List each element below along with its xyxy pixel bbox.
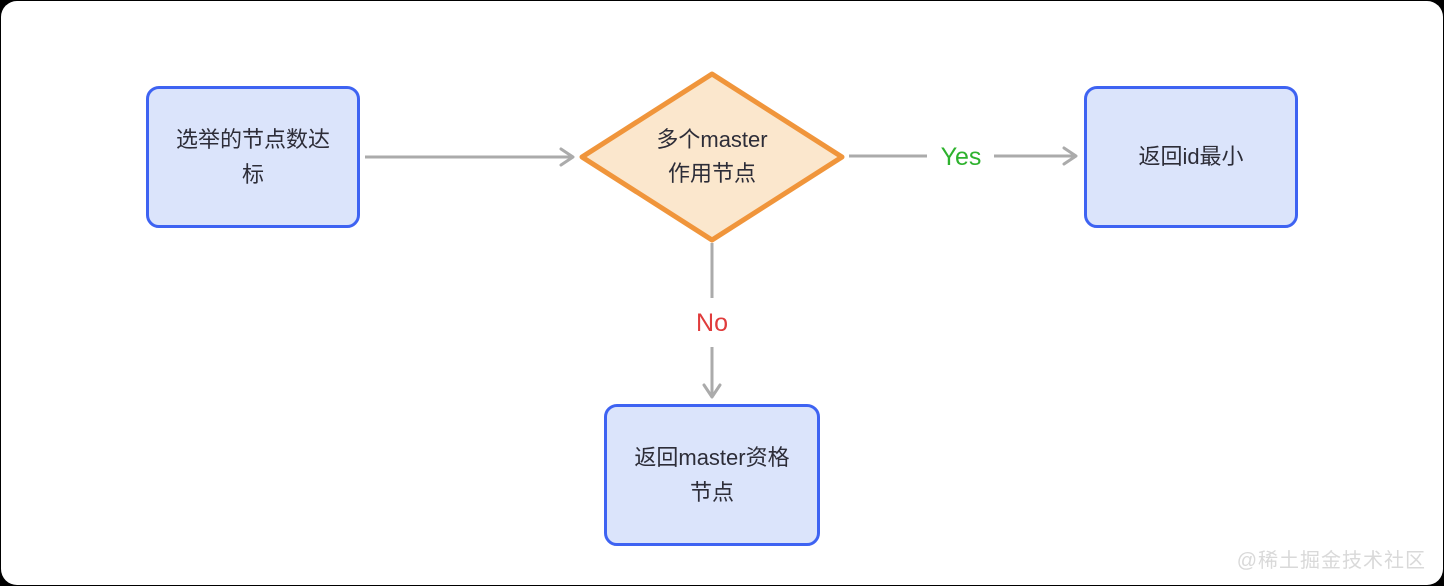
decision-label-line2: 作用节点 xyxy=(667,161,756,186)
flow-node-yes-result: 返回id最小 xyxy=(1084,86,1298,228)
watermark-text: @稀土掘金技术社区 xyxy=(1236,550,1426,572)
decision-label-line1: 多个master xyxy=(656,126,768,152)
flow-node-yes-result-label: 返回id最小 xyxy=(1138,144,1244,170)
edge-label-yes: Yes xyxy=(940,143,982,171)
flow-node-no-result-label-line1: 返回master资格 xyxy=(634,444,790,470)
decision-diamond-shape xyxy=(579,71,845,243)
flow-node-no-result-label-line2: 节点 xyxy=(689,480,734,505)
flow-node-start: 选举的节点数达 标 xyxy=(146,86,360,228)
flow-node-start-label-line2: 标 xyxy=(241,162,264,187)
flow-node-decision: 多个master 作用节点 xyxy=(578,70,846,244)
flow-node-decision-label: 多个master 作用节点 xyxy=(578,70,846,244)
edge-label-no: No xyxy=(696,309,728,337)
flow-node-start-label-line1: 选举的节点数达 xyxy=(175,126,330,152)
flow-node-no-result: 返回master资格 节点 xyxy=(604,404,820,546)
